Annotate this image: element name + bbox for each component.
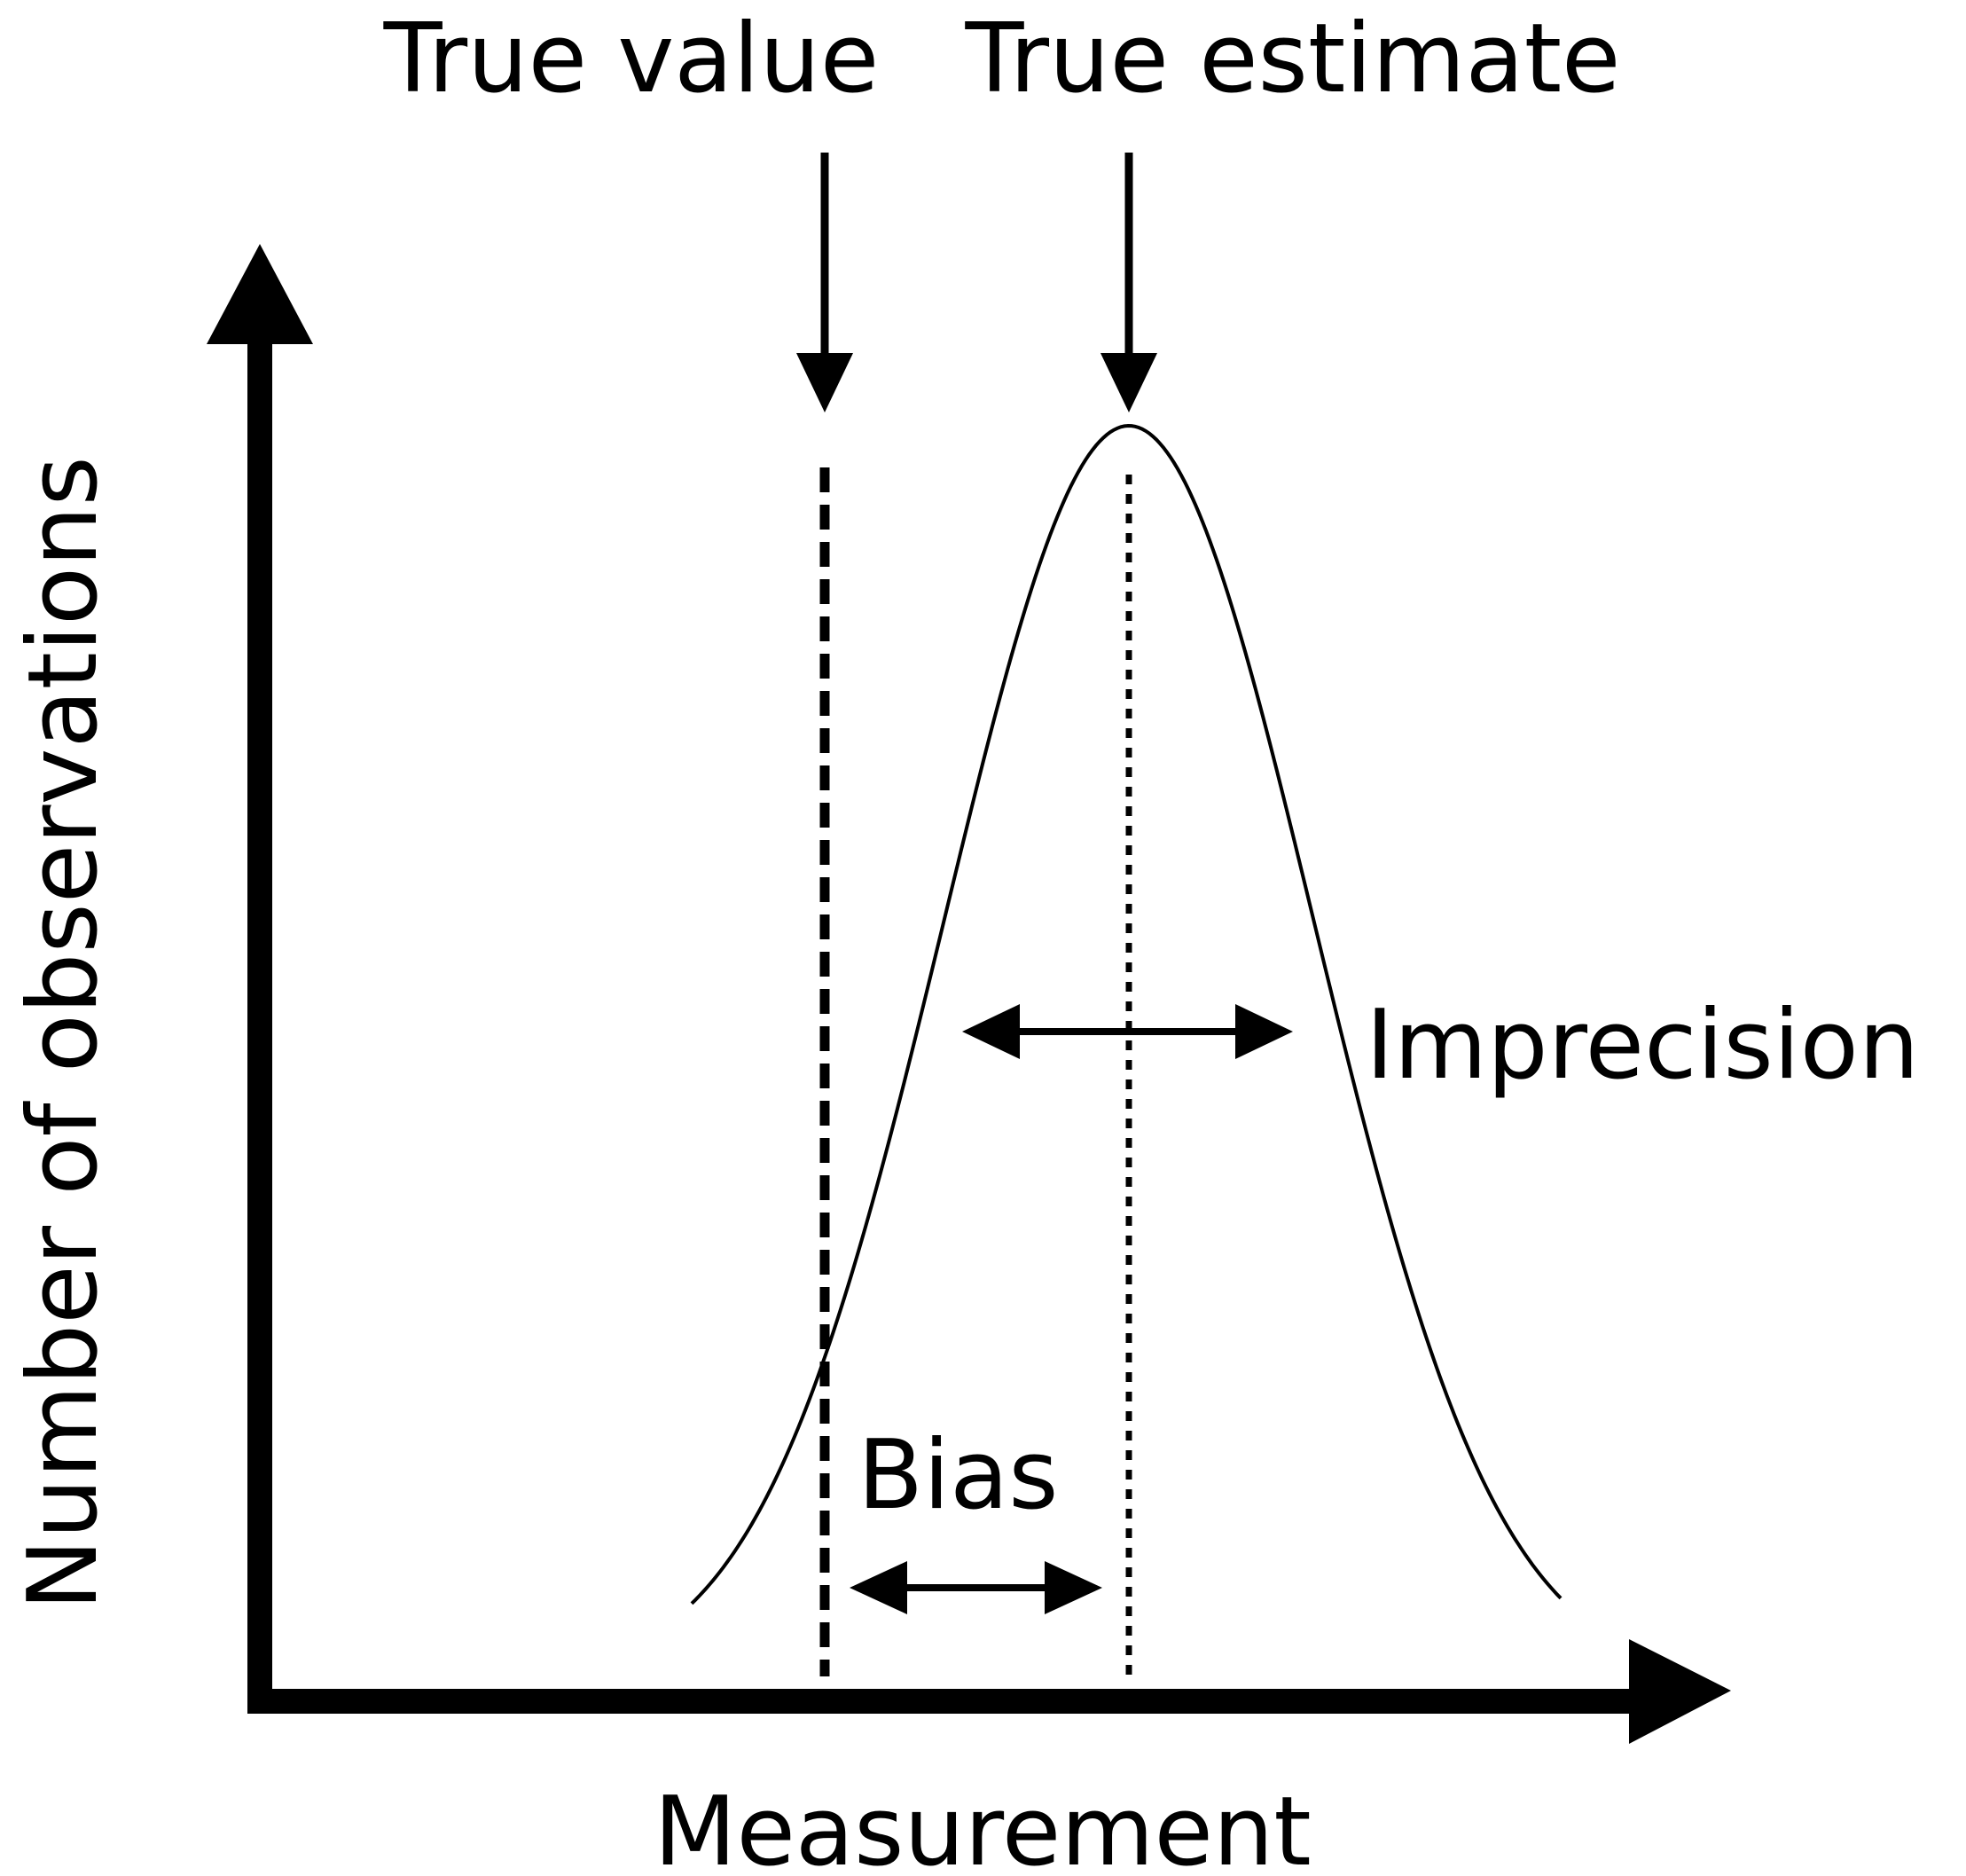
true-value-arrowhead: [796, 353, 853, 412]
bell-curve: [690, 423, 1563, 1605]
x-axis-arrowhead: [1629, 1639, 1731, 1744]
bias-label: Bias: [858, 1420, 1059, 1531]
true-estimate-arrowhead: [1100, 353, 1157, 412]
y-axis-label: Number of observations: [8, 456, 119, 1611]
bias-arrowhead-right: [1045, 1561, 1102, 1614]
bias-arrowhead-left: [850, 1561, 907, 1614]
true-value-label: True value: [383, 4, 880, 114]
true-estimate-label: True estimate: [965, 4, 1621, 114]
x-axis-label: Measurement: [654, 1777, 1311, 1876]
imprecision-arrowhead-left: [962, 1004, 1020, 1059]
imprecision-arrowhead-right: [1235, 1004, 1293, 1059]
y-axis-arrowhead: [207, 244, 313, 344]
imprecision-label: Imprecision: [1366, 990, 1919, 1101]
